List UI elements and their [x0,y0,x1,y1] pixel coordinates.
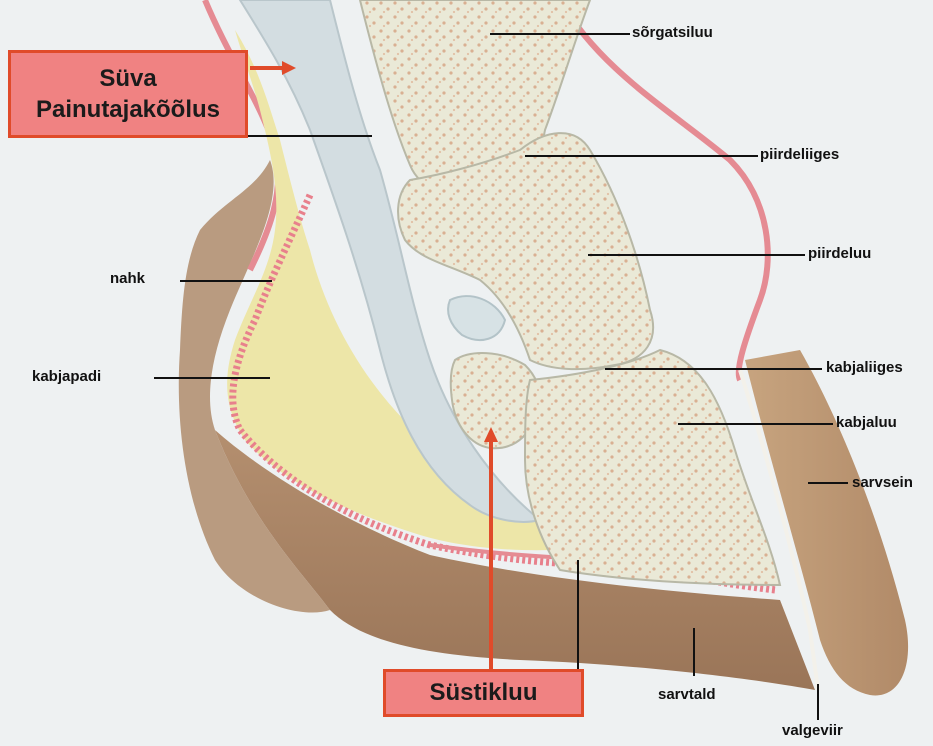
callout-deep-flexor-line2: Painutajakõõlus [11,94,245,125]
label-piirdeluu: piirdeluu [808,245,871,263]
label-sarvsein: sarvsein [852,474,913,492]
label-kabjapadi: kabjapadi [32,368,101,386]
callout-navicular: Süstikluu [383,669,584,717]
label-kabjaliiges: kabjaliiges [826,359,903,377]
label-piirdeliiges: piirdeliiges [760,146,839,164]
label-kabjaluu: kabjaluu [836,414,897,432]
label-sorgatsiluu: sõrgatsiluu [632,24,713,42]
label-sarvtald: sarvtald [658,686,716,704]
label-valgeviir: valgeviir [782,722,843,740]
label-nahk: nahk [110,270,145,288]
callout-deep-flexor-tendon: Süva Painutajakõõlus [8,50,248,138]
callout-deep-flexor-line1: Süva [11,63,245,94]
